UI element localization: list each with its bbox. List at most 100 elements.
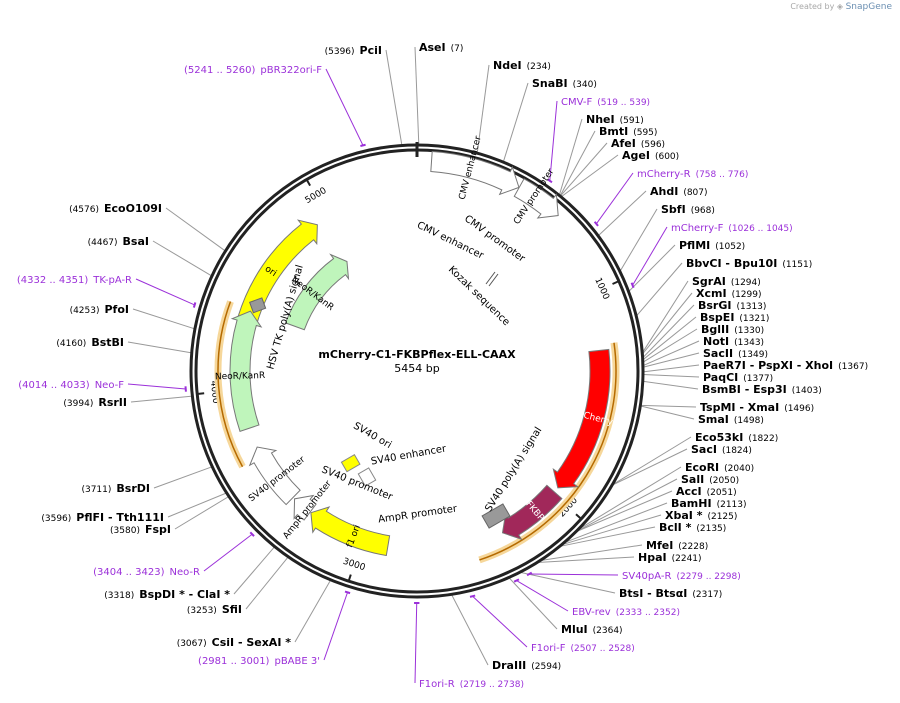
feature-ori[interactable] — [237, 219, 318, 323]
site-bamhi[interactable]: BamHI(2113) — [671, 497, 747, 510]
primer-pbabe-3[interactable]: (2981 .. 3001)pBABE 3' — [198, 656, 320, 667]
position: RsrII — [98, 396, 127, 409]
site-mfei[interactable]: MfeI(2228) — [646, 539, 708, 552]
site-nhei[interactable]: NheI(591) — [586, 113, 644, 126]
primer-ebv-rev[interactable]: EBV-rev(2333 .. 2352) — [572, 607, 680, 618]
site-bglii[interactable]: BglII(1330) — [701, 323, 764, 336]
name: SbfI — [661, 203, 686, 216]
leader-bcli — [559, 526, 656, 547]
primer-f1ori-f[interactable]: F1ori-F(2507 .. 2528) — [531, 643, 635, 654]
feature-cmv-promoter[interactable] — [513, 178, 559, 219]
site-draiii[interactable]: DraIII(2594) — [492, 659, 561, 672]
site-bspei[interactable]: BspEI(1321) — [700, 311, 769, 324]
name: F1ori-F — [531, 643, 566, 654]
position: PfoI — [105, 303, 130, 316]
leader-hpai — [536, 556, 635, 563]
feature-f1-ori[interactable] — [310, 506, 391, 557]
site-pfoi[interactable]: (4253) PfoI — [70, 303, 129, 316]
site-smai[interactable]: SmaI(1498) — [698, 413, 764, 426]
plasmid-backbone — [189, 142, 645, 599]
site-paer7i-pspxi-xhoi[interactable]: PaeR7I - PspXI - XhoI(1367) — [703, 359, 868, 372]
site-tspmi-xmai[interactable]: TspMI - XmaI(1496) — [700, 401, 814, 414]
site-fspi[interactable]: (3580)FspI — [110, 523, 171, 536]
leader-sbfi — [619, 208, 658, 272]
position: (1330) — [734, 326, 764, 336]
site-mlui[interactable]: MluI(2364) — [561, 623, 623, 636]
site-sacii[interactable]: SacII(1349) — [703, 347, 768, 360]
tick-label-5000: 5000 — [304, 186, 329, 206]
feature-ampr-promoter[interactable] — [293, 494, 317, 521]
leader-bglii — [642, 328, 698, 363]
site-ecori[interactable]: EcoRI(2040) — [685, 461, 754, 474]
primer-mark-neo-r — [249, 531, 255, 537]
name: Eco53kI — [695, 431, 743, 444]
site-bmti[interactable]: BmtI(595) — [599, 125, 657, 138]
position: (1052) — [715, 242, 745, 252]
site-bstbi[interactable]: (4160)BstBI — [56, 336, 124, 349]
site-saci[interactable]: SacI(1824) — [691, 443, 752, 456]
feature-neo-kan-outer[interactable] — [229, 310, 263, 433]
primer-mark-pbabe-3 — [344, 590, 351, 595]
name: (4253) — [70, 306, 100, 316]
site-btsi-bts-i[interactable]: BtsI - BtsαI(2317) — [619, 587, 722, 600]
site-bsai[interactable]: (4467)BsaI — [88, 235, 149, 248]
leader-pfoi — [132, 308, 196, 330]
feature-sv40-promoter[interactable] — [248, 446, 301, 506]
site-ahdi[interactable]: AhdI(807) — [650, 185, 708, 198]
primer-cmv-f[interactable]: CMV-F(519 .. 539) — [561, 97, 650, 108]
site-xcmi[interactable]: XcmI(1299) — [696, 287, 762, 300]
site-snabi[interactable]: SnaBI(340) — [532, 77, 597, 90]
primer-f1ori-r[interactable]: F1ori-R(2719 .. 2738) — [419, 679, 524, 690]
name: (5241 .. 5260) — [184, 65, 256, 76]
site-noti[interactable]: NotI(1343) — [703, 335, 764, 348]
site-xbai[interactable]: XbaI *(2125) — [665, 509, 737, 522]
name: AhdI — [650, 185, 678, 198]
position: PciI — [360, 44, 382, 57]
site-afei[interactable]: AfeI(596) — [611, 137, 665, 150]
name: F1ori-R — [419, 679, 455, 690]
site-bspdi-clai[interactable]: (3318)BspDI * - ClaI * — [104, 588, 230, 601]
primer-neo-r[interactable]: (3404 .. 3423)Neo-R — [93, 567, 200, 578]
name: BamHI — [671, 497, 712, 510]
site-asei[interactable]: AseI(7) — [419, 41, 463, 54]
feature-cmv-enhancer[interactable] — [430, 150, 520, 196]
site-ecoo109i[interactable]: (4576)EcoO109I — [69, 202, 162, 215]
site-sbfi[interactable]: SbfI(968) — [661, 203, 715, 216]
site-paqci[interactable]: PaqCI(1377) — [703, 371, 773, 384]
site-bsrgi[interactable]: BsrGI(1313) — [698, 299, 766, 312]
feature-fkbp[interactable] — [501, 484, 563, 541]
site-agei[interactable]: AgeI(600) — [622, 149, 679, 162]
site-bbvci-bpu10i[interactable]: BbvCI - Bpu10I(1151) — [686, 257, 812, 270]
primer-pbr322ori-f[interactable]: (5241 .. 5260)pBR322ori-F — [184, 65, 322, 76]
site-pflfi-tth111i[interactable]: (3596)PflFI - Tth111I — [41, 511, 164, 524]
site-ndei[interactable]: NdeI(234) — [493, 59, 551, 72]
site-labels[interactable]: (5396)PciI AseI(7) NdeI(234) SnaBI(340) NheI… — [17, 41, 868, 690]
primer-tk-pa-r[interactable]: (4332 .. 4351)TK-pA-R — [17, 275, 132, 286]
name: NotI — [703, 335, 729, 348]
site-rsrii[interactable]: (3994)RsrII — [63, 396, 127, 409]
label-ampr-promoter: AmpR promoter — [378, 503, 459, 525]
site-bcli[interactable]: BclI *(2135) — [659, 521, 726, 534]
feature-neo-kan-inner[interactable] — [284, 253, 350, 331]
primer-sv40pa-r[interactable]: SV40pA-R(2279 .. 2298) — [622, 571, 741, 582]
site-hpai[interactable]: HpaI(2241) — [638, 551, 702, 564]
site-sfii[interactable]: (3253)SfiI — [187, 603, 242, 616]
name: AseI — [419, 41, 446, 54]
site-pflmi[interactable]: PflMI(1052) — [679, 239, 745, 252]
leader-tspmi-xmai — [640, 404, 697, 408]
site-csii-sexai[interactable]: (3067)CsiI - SexAI * — [177, 636, 292, 649]
primer-mcherry-f[interactable]: mCherry-F(1026 .. 1045) — [671, 223, 793, 234]
primer-neo-f[interactable]: (4014 .. 4033)Neo-F — [18, 380, 124, 391]
site-pcii[interactable]: (5396)PciI — [325, 44, 382, 57]
feature-mCherry[interactable] — [552, 348, 611, 489]
site-bsmbi-esp3i[interactable]: BsmBI - Esp3I(1403) — [702, 383, 822, 396]
primer-mcherry-r[interactable]: mCherry-R(758 .. 776) — [637, 169, 748, 180]
site-sgrai[interactable]: SgrAI(1294) — [692, 275, 761, 288]
site-acci[interactable]: AccI(2051) — [676, 485, 737, 498]
site-eco53ki[interactable]: Eco53kI(1822) — [695, 431, 778, 444]
site-bsrdi[interactable]: (3711)BsrDI — [81, 482, 150, 495]
position: (1151) — [782, 260, 812, 270]
site-sali[interactable]: SalI(2050) — [681, 473, 739, 486]
name: NdeI — [493, 59, 522, 72]
